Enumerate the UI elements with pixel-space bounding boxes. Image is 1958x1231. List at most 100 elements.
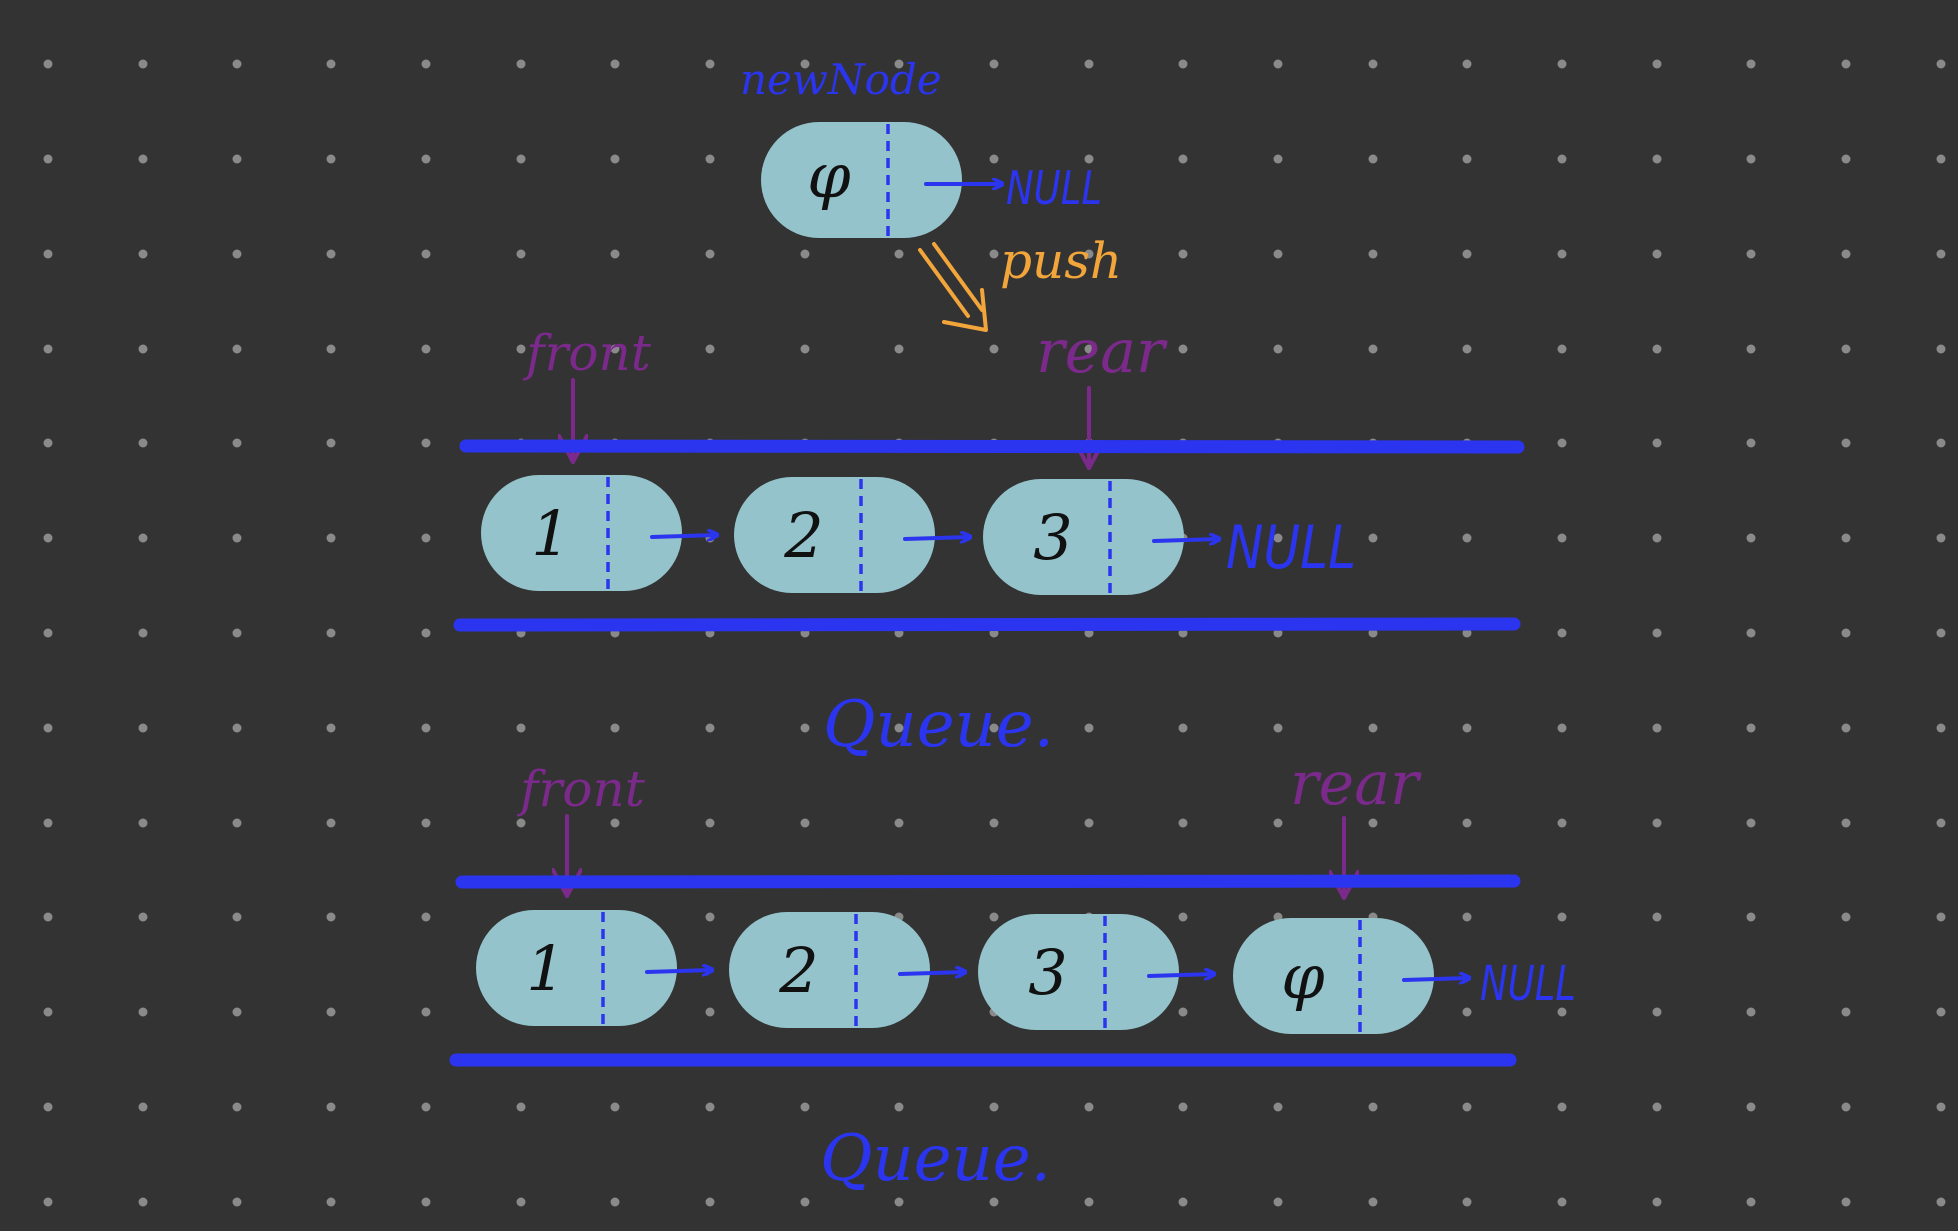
grid-dot [326,723,336,733]
grid-dot [1462,59,1472,69]
grid-dot [1746,344,1756,354]
grid-dot [1462,154,1472,164]
grid-dot [138,154,148,164]
grid-dot [1841,723,1851,733]
grid-dot [1178,154,1188,164]
node-box [734,477,935,593]
grid-dot [516,1197,526,1207]
grid-dot [1557,1197,1567,1207]
grid-dot [1368,344,1378,354]
queue-caption: Queue. [823,688,1054,762]
grid-dot [1936,912,1946,922]
grid-dot [1652,723,1662,733]
grid-dot [43,59,53,69]
grid-dot [138,438,148,448]
grid-dot [989,154,999,164]
grid-dot [232,723,242,733]
grid-dot [800,818,810,828]
grid-dot [421,59,431,69]
grid-dot [1273,818,1283,828]
grid-dot [705,818,715,828]
new-node-label: newNode [740,55,942,104]
queue-node-1: 1 [481,475,717,591]
node-box [729,912,930,1028]
grid-dot [705,154,715,164]
queue-node-3: 3 [978,914,1214,1030]
grid-dot [1746,249,1756,259]
grid-dot [1652,912,1662,922]
grid-dot [1936,438,1946,448]
next-pointer-arrow [1147,974,1214,976]
grid-dot [1273,1102,1283,1112]
grid-dot [1368,154,1378,164]
grid-dot [1841,1007,1851,1017]
grid-dot [1652,249,1662,259]
grid-dot [705,1007,715,1017]
next-pointer-arrow [903,537,970,539]
push-double-arrow [918,242,988,332]
grid-dot [326,1007,336,1017]
grid-dot [326,249,336,259]
grid-dot [43,1197,53,1207]
grid-dot [421,912,431,922]
grid-dot [1178,1102,1188,1112]
grid-dot [1936,723,1946,733]
grid-dot [1746,154,1756,164]
grid-dot [894,249,904,259]
grid-dot [1368,723,1378,733]
grid-dot [1462,344,1472,354]
grid-dot [421,1007,431,1017]
grid-dot [1652,1007,1662,1017]
grid-dot [705,723,715,733]
grid-dot [1178,249,1188,259]
queue-node-3: 3 [983,479,1219,595]
grid-dot [800,723,810,733]
grid-dot [138,723,148,733]
grid-dot [894,818,904,828]
grid-dot [989,912,999,922]
grid-dot [1462,723,1472,733]
node-value: 2 [778,934,818,1007]
grid-dot [1936,1197,1946,1207]
grid-dot [421,723,431,733]
grid-dot [1841,59,1851,69]
grid-dot [1178,818,1188,828]
grid-dot [1652,59,1662,69]
node-value: 3 [1028,936,1067,1009]
grid-dot [138,818,148,828]
grid-dot [1936,1102,1946,1112]
grid-dot [1368,1102,1378,1112]
node-value: 1 [526,932,565,1005]
node-box [978,914,1179,1030]
grid-dot [43,533,53,543]
grid-dot [1557,818,1567,828]
grid-dot [800,1102,810,1112]
queue-node-1: 1 [476,910,712,1026]
grid-dot [326,438,336,448]
next-pointer-arrow [645,970,712,972]
grid-dot [138,912,148,922]
grid-dot [1557,723,1567,733]
grid-dot [989,249,999,259]
queue-top-rail [459,439,1525,454]
grid-dot [1084,59,1094,69]
grid-dot [1557,1102,1567,1112]
grid-dot [1178,912,1188,922]
grid-dot [516,59,526,69]
grid-dot [1652,438,1662,448]
grid-dot [1936,628,1946,638]
grid-dot [894,1102,904,1112]
grid-dot [1746,818,1756,828]
grid-dot [610,59,620,69]
grid-dot [1746,59,1756,69]
grid-dot [421,249,431,259]
grid-dot [421,344,431,354]
grid-dot [705,1197,715,1207]
grid-dot [43,1102,53,1112]
grid-dot [326,818,336,828]
grid-dot [610,1197,620,1207]
grid-dot [43,154,53,164]
grid-dot [705,1102,715,1112]
